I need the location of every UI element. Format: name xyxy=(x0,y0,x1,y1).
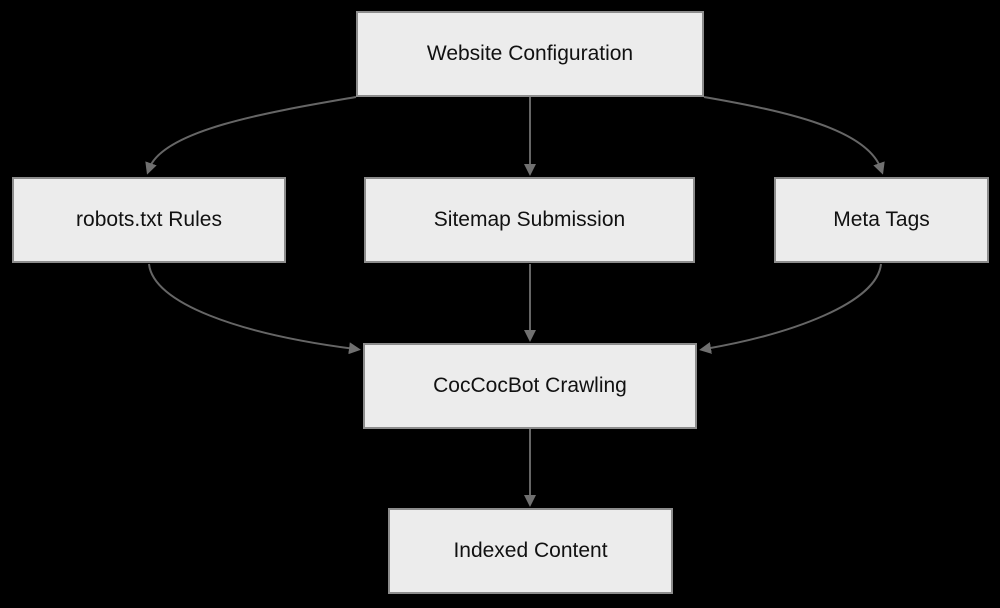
node-meta-tags-label: Meta Tags xyxy=(833,208,930,232)
edge-meta-to-coccocbot xyxy=(699,263,882,354)
node-sitemap-submission-label: Sitemap Submission xyxy=(433,208,626,232)
node-website-configuration: Website Configuration xyxy=(356,11,704,97)
node-website-configuration-label: Website Configuration xyxy=(426,42,634,66)
node-coccocbot-crawling-label: CocCocBot Crawling xyxy=(433,374,627,398)
node-robots-txt-rules-label: robots.txt Rules xyxy=(76,208,222,232)
node-robots-txt-rules: robots.txt Rules xyxy=(12,177,286,263)
node-meta-tags: Meta Tags xyxy=(774,177,989,263)
node-indexed-content: Indexed Content xyxy=(388,508,673,594)
node-indexed-content-label: Indexed Content xyxy=(453,539,608,563)
edge-website-to-meta xyxy=(703,96,885,175)
edge-robots-to-coccocbot xyxy=(148,263,361,355)
node-sitemap-submission: Sitemap Submission xyxy=(364,177,695,263)
edge-website-to-robots xyxy=(145,96,357,175)
node-coccocbot-crawling: CocCocBot Crawling xyxy=(363,343,697,429)
